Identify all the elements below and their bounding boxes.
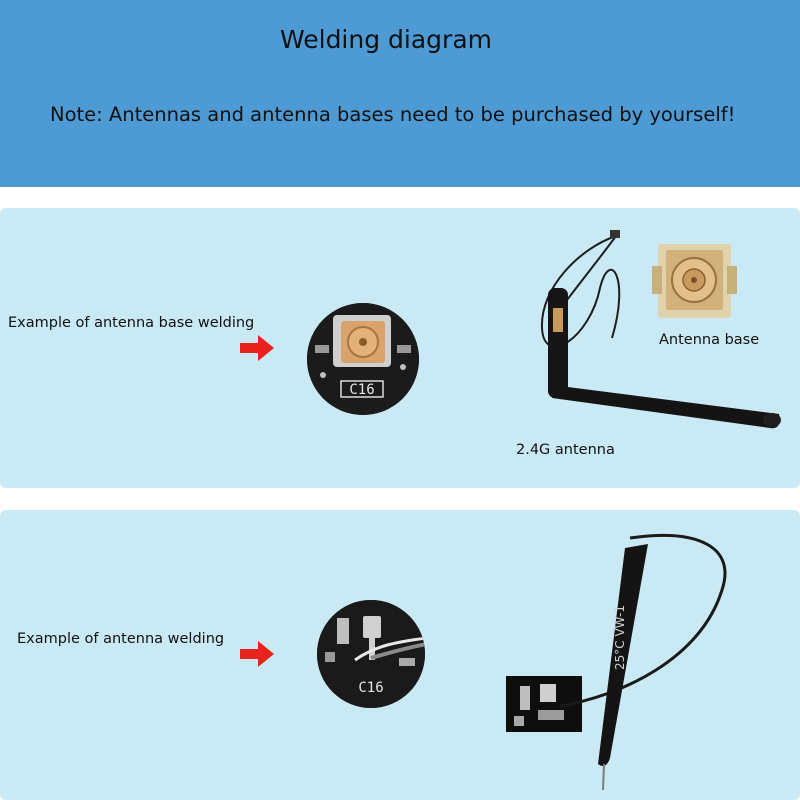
pcb-silkscreen-c16: C16 — [358, 680, 383, 696]
purchase-note: Note: Antennas and antenna bases need to… — [50, 103, 736, 126]
antenna-base-label: Antenna base — [659, 332, 760, 348]
antenna-welding-example-label: Example of antenna welding — [17, 631, 225, 647]
antenna-base-example-label: Example of antenna base welding — [8, 315, 255, 331]
antenna-base-welding-photo: C16 — [307, 303, 419, 415]
antenna-welding-photo: C16 — [317, 600, 425, 708]
antenna-base-component-photo — [652, 244, 737, 318]
2-4g-antenna-label: 2.4G antenna — [516, 442, 615, 458]
red-arrow-icon — [240, 641, 274, 667]
page-title: Welding diagram — [279, 25, 492, 54]
header-banner: Welding diagram Note: Antennas and anten… — [0, 0, 800, 187]
2-4g-antenna-photo — [540, 230, 781, 429]
antenna-welding-panel: Example of antenna welding C16 25 — [0, 510, 800, 800]
antenna-base-panel: Example of antenna base welding C16 — [0, 208, 800, 488]
pcb-silkscreen-c16: C16 — [349, 382, 374, 398]
antenna-print-text: 25°C VW-1 — [613, 605, 627, 670]
red-arrow-icon — [240, 335, 274, 361]
antenna-wire-photo: 25°C VW-1 — [506, 533, 727, 790]
